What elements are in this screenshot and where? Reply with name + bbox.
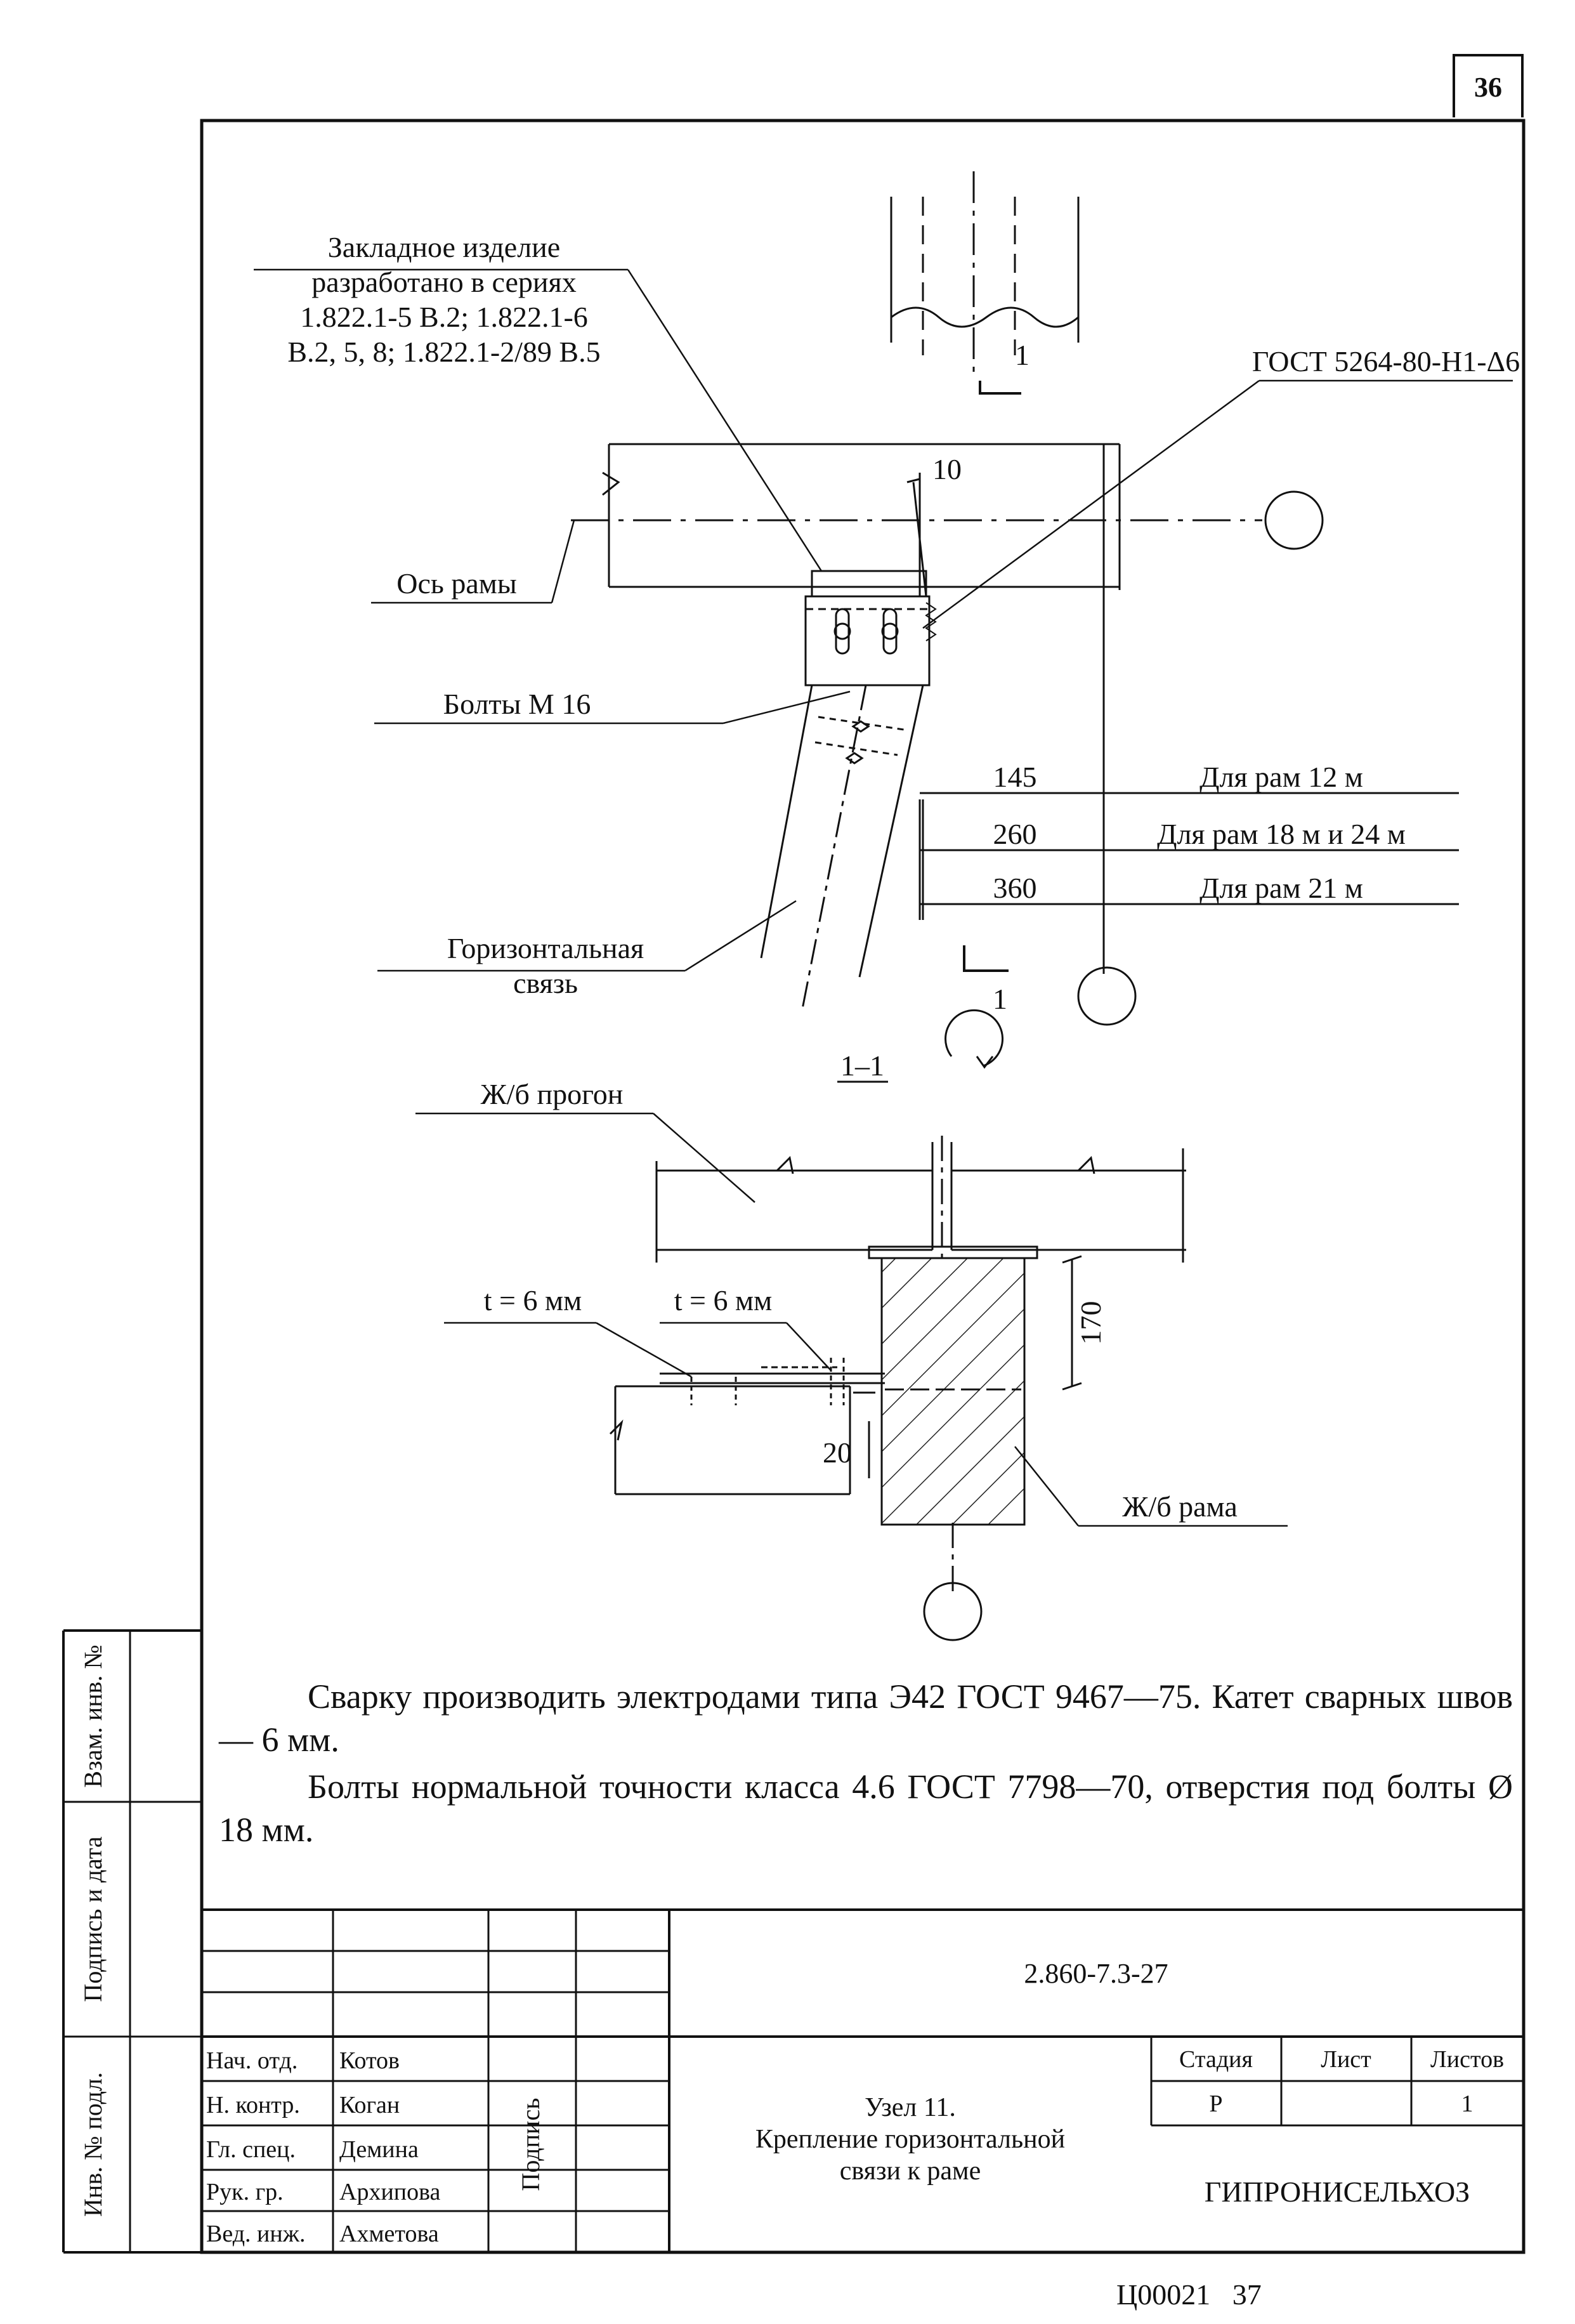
- axis-label: Ось рамы: [396, 567, 517, 600]
- brace-label-line-1: Горизонтальная: [447, 932, 644, 964]
- stamp-replacement: Взам. инв. №: [79, 1645, 107, 1787]
- title-line-2: Крепление горизонтальной: [755, 2125, 1065, 2154]
- sheet-number: 36: [1453, 54, 1524, 117]
- cut-mark-top: 1: [1015, 339, 1029, 371]
- embedded-label-line-4: В.2, 5, 8; 1.822.1-2/89 В.5: [287, 336, 600, 368]
- title-line-3: связи к раме: [840, 2157, 981, 2186]
- stamp-inventory: Инв. № подл.: [79, 2072, 107, 2217]
- role-1: Нач. отд.: [206, 2047, 297, 2074]
- plan-view: [571, 171, 1459, 1026]
- notes: Сварку производить электродами типа Э42 …: [219, 1675, 1513, 1855]
- section-text: 1–1 Ж/б прогон t = 6 мм t = 6 мм 170 20 …: [481, 1049, 1238, 1523]
- dim-145-text: Для рам 12 м: [1199, 761, 1363, 793]
- dim-20: 20: [823, 1436, 852, 1469]
- sheet-header: Лист: [1321, 2046, 1371, 2073]
- name-4: Архипова: [339, 2179, 441, 2205]
- dim-145: 145: [993, 761, 1037, 793]
- purlin-label: Ж/б прогон: [481, 1078, 624, 1110]
- section-title: 1–1: [840, 1049, 884, 1082]
- thickness-label-1: t = 6 мм: [484, 1284, 582, 1316]
- weld-gost-label: ГОСТ 5264-80-Н1-Δ6: [1252, 345, 1520, 377]
- embedded-label-line-2: разработано в сериях: [311, 266, 576, 298]
- role-2: Н. контр.: [206, 2092, 300, 2118]
- dim-10: 10: [932, 453, 962, 485]
- leaders: [254, 268, 1513, 972]
- name-2: Коган: [339, 2092, 400, 2118]
- signature-header: Подпись: [516, 2098, 545, 2191]
- sheets-header: Листов: [1430, 2046, 1504, 2073]
- role-3: Гл. спец.: [206, 2136, 296, 2163]
- title-line-1: Узел 11.: [865, 2093, 956, 2122]
- section-1-1: [609, 1009, 1186, 1641]
- title-block: 2.860-7.3-27 Подпись Нач. отд. Котов Н. …: [206, 1958, 1504, 2247]
- name-5: Ахметова: [339, 2221, 439, 2247]
- designation: 2.860-7.3-27: [1024, 1958, 1168, 1989]
- footer-code: Ц00021 37: [1116, 2278, 1262, 2311]
- name-3: Демина: [339, 2136, 419, 2163]
- dim-360: 360: [993, 872, 1037, 904]
- note-2: Болты нормальной точности класса 4.6 ГОС…: [219, 1768, 1513, 1849]
- dim-260: 260: [993, 818, 1037, 850]
- thickness-label-2: t = 6 мм: [674, 1284, 772, 1316]
- embedded-label-line-3: 1.822.1-5 В.2; 1.822.1-6: [300, 301, 588, 333]
- side-stamps: Взам. инв. № Подпись и дата Инв. № подл.: [79, 1645, 107, 2217]
- stage-value: Р: [1209, 2091, 1222, 2117]
- section-leaders: [415, 1112, 1288, 1527]
- role-4: Рук. гр.: [206, 2179, 284, 2205]
- stage-header: Стадия: [1179, 2046, 1253, 2073]
- sheets-value: 1: [1461, 2091, 1474, 2117]
- dim-170: 170: [1075, 1301, 1107, 1345]
- bolts-label: Болты М 16: [443, 688, 591, 720]
- dim-360-text: Для рам 21 м: [1199, 872, 1363, 904]
- cut-mark-bottom: 1: [993, 983, 1007, 1015]
- role-5: Вед. инж.: [206, 2221, 305, 2247]
- brace-label-line-2: связь: [513, 967, 578, 999]
- note-1: Сварку производить электродами типа Э42 …: [219, 1677, 1513, 1759]
- dim-260-text: Для рам 18 м и 24 м: [1157, 818, 1406, 850]
- name-1: Котов: [339, 2047, 400, 2074]
- drawing-frame: [62, 119, 1526, 2254]
- plan-view-text: Закладное изделие разработано в сериях 1…: [287, 231, 1520, 1015]
- stamp-signature-date: Подпись и дата: [79, 1836, 107, 2002]
- embedded-label-line-1: Закладное изделие: [328, 231, 560, 263]
- organization: ГИПРОНИСЕЛЬХОЗ: [1205, 2176, 1470, 2208]
- frame-label: Ж/б рама: [1122, 1490, 1238, 1523]
